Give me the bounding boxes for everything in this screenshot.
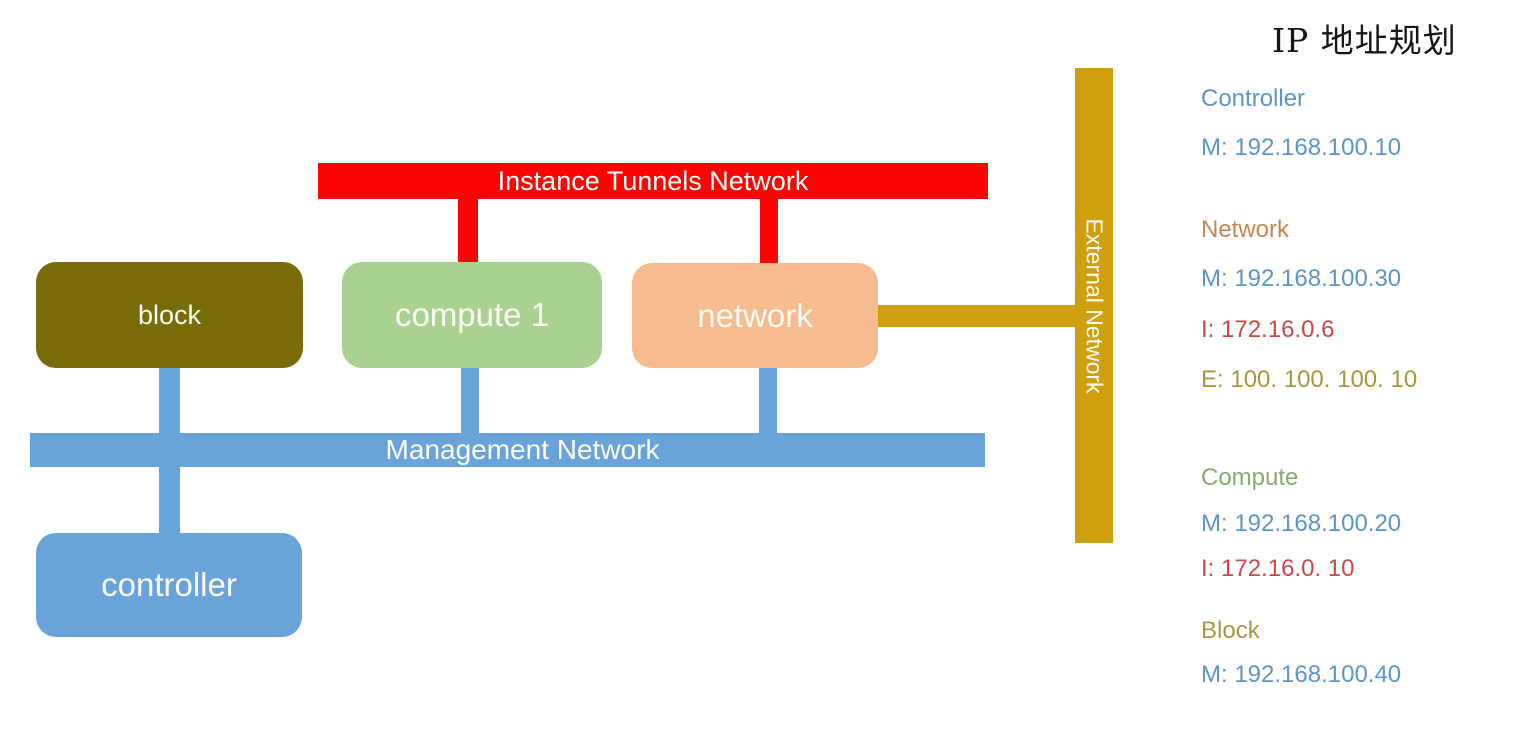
legend-entry-compute-mgmt-ip: M: 192.168.100.20 <box>1201 510 1402 537</box>
legend-section-block: Block <box>1201 617 1260 644</box>
node-controller: controller <box>36 533 302 637</box>
node-block-label: block <box>137 299 202 330</box>
external-network-bar: External Network <box>1075 68 1113 543</box>
legend-entry-controller-mgmt-ip: M: 192.168.100.10 <box>1201 134 1402 161</box>
node-compute-1: compute 1 <box>342 262 602 368</box>
instance-tunnels-network-label: Instance Tunnels Network <box>497 165 809 196</box>
legend-entry-network-instance-ip: I: 172.16.0.6 <box>1201 316 1335 343</box>
connector-network-to-external <box>876 305 1075 327</box>
legend-title: IP 地址规划 <box>1272 21 1457 60</box>
legend-entry-network-external-ip: E: 100. 100. 100. 10 <box>1201 366 1418 393</box>
legend-entry-block-mgmt-ip: M: 192.168.100.40 <box>1201 661 1402 688</box>
legend-entry-network-mgmt-ip: M: 192.168.100.30 <box>1201 265 1402 292</box>
management-network-bar: Management Network <box>30 433 985 467</box>
node-network: network <box>632 263 878 368</box>
node-compute-1-label: compute 1 <box>394 296 550 333</box>
legend-section-compute: Compute <box>1201 464 1299 491</box>
node-block: block <box>36 262 303 368</box>
management-network-label: Management Network <box>385 434 660 465</box>
connector-mgmt-to-compute <box>461 366 479 434</box>
legend-section-network: Network <box>1201 216 1290 243</box>
external-network-label: External Network <box>1081 217 1108 394</box>
node-controller-label: controller <box>101 566 237 603</box>
connector-mgmt-to-network <box>759 366 777 434</box>
connector-tunnels-to-network <box>760 197 778 263</box>
instance-tunnels-network-bar: Instance Tunnels Network <box>318 163 988 199</box>
node-network-label: network <box>697 296 813 334</box>
legend-section-controller: Controller <box>1201 85 1306 112</box>
legend-entry-compute-instance-ip: I: 172.16.0. 10 <box>1201 555 1355 582</box>
connector-tunnels-to-compute <box>458 197 478 263</box>
